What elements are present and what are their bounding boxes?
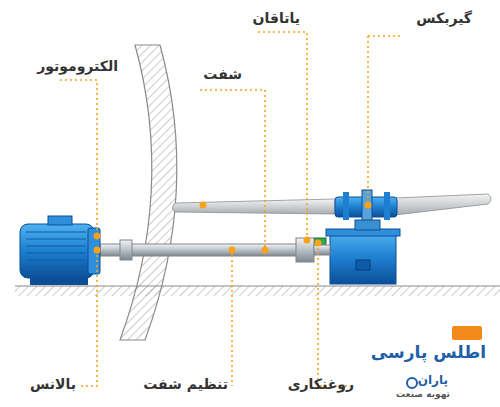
part-label: تنظیم شفت	[143, 376, 228, 393]
gearbox-input	[314, 245, 330, 255]
hub-bolt	[384, 192, 390, 220]
motor-body	[20, 224, 94, 278]
logo-text: پاران	[418, 373, 448, 387]
gearbox-cap	[355, 220, 380, 230]
motor-endcap	[88, 228, 100, 274]
part-label: روغنکاری	[288, 376, 354, 393]
fan-blade	[395, 194, 491, 215]
gearbox-plate	[356, 260, 370, 270]
part-label: بالانس	[30, 376, 76, 393]
floor-line	[15, 285, 500, 286]
fan-blade	[173, 199, 336, 214]
leader-lines	[60, 32, 400, 386]
tower-wall	[120, 45, 177, 340]
motor-feet	[30, 277, 88, 285]
hub-bolt	[343, 192, 349, 220]
shaft-coupling	[120, 240, 132, 260]
leader-dots	[94, 202, 372, 254]
floor-hatch	[15, 286, 500, 296]
logo-fan-icon	[407, 378, 417, 388]
hub-spindle	[362, 190, 372, 224]
part-label: شفت	[203, 66, 242, 83]
logo-badge	[452, 326, 482, 340]
terminal-box	[48, 216, 72, 225]
logo-text: اطلس پارسی	[371, 342, 486, 362]
logo-text: تهویه صنعت	[396, 389, 450, 400]
part-label: یاتاقان	[253, 10, 300, 27]
part-label: الکتروموتور	[37, 58, 118, 75]
part-label: گیربکس	[416, 10, 472, 27]
gearbox-body	[330, 232, 396, 284]
